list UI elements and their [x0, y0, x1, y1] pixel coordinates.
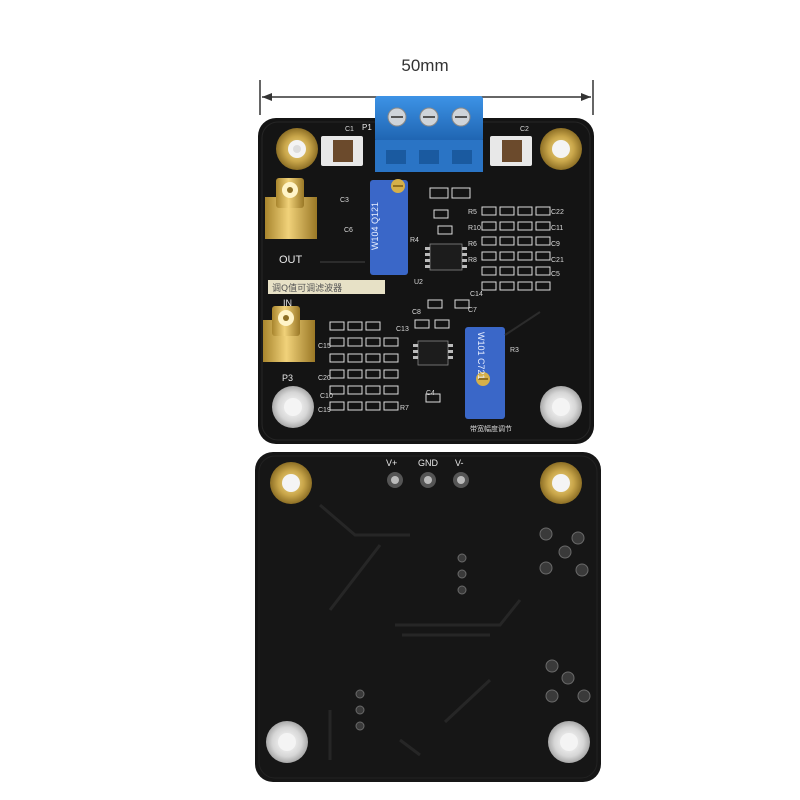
cap-label: C1 [345, 126, 354, 133]
name-strip: 调Q值可调滤波器 [268, 280, 385, 294]
resistor-label: R8 [468, 257, 477, 264]
chip-label: U2 [414, 279, 423, 286]
cap-label: C22 [551, 209, 564, 216]
pcb-traces [320, 261, 541, 336]
pot-top-text: W104 Q121 [370, 202, 380, 250]
terminal-label: P1 [362, 123, 372, 132]
cap-label: C13 [396, 326, 409, 333]
cap-label: C5 [551, 271, 560, 278]
capacitor-icon [490, 136, 532, 166]
resistor-label: R6 [468, 241, 477, 248]
out-label: OUT [279, 254, 303, 266]
cap-label: C2 [520, 126, 529, 133]
resistor-label: R3 [510, 347, 519, 354]
cap-label: C15 [318, 343, 331, 350]
top-pcb-board: P1 OUT IN P3 调Q值可调滤波器 [258, 96, 594, 444]
component-designators: C1 C2 C3 C4 C5 C6 C7 C8 C9 C10 C11 C13 C… [318, 126, 564, 414]
smd-component-grid [329, 187, 551, 411]
cap-label: C21 [551, 257, 564, 264]
sma-connector-icon [265, 178, 317, 239]
mounting-hole-icon [276, 128, 318, 170]
cap-label: C4 [426, 390, 435, 397]
potentiometer-icon: W101 C721 [465, 327, 505, 419]
cap-label: C6 [344, 227, 353, 234]
resistor-label: R10 [468, 225, 481, 232]
cap-label: C8 [412, 309, 421, 316]
cap-label: C19 [318, 407, 331, 414]
solder-pad-cluster [355, 553, 467, 731]
potentiometer-icon: W104 Q121 [370, 179, 408, 275]
p3-label: P3 [282, 373, 293, 383]
mounting-hole-icon [540, 386, 582, 428]
terminal-block-icon [375, 96, 483, 172]
mounting-hole-icon [266, 721, 308, 763]
name-strip-text: 调Q值可调滤波器 [272, 282, 342, 294]
sma-connector-icon [263, 306, 315, 362]
pin-label-gnd: GND [418, 458, 439, 468]
resistor-label: R4 [410, 237, 419, 244]
mounting-hole-icon [270, 462, 312, 504]
cap-label: C7 [468, 307, 477, 314]
resistor-label: R7 [400, 405, 409, 412]
bottom-strip-text: 带宽幅度调节 [470, 424, 512, 433]
cap-label: C9 [551, 241, 560, 248]
pin-label-vplus: V+ [386, 458, 397, 468]
resistor-label: R5 [468, 209, 477, 216]
in-label: IN [283, 298, 292, 308]
cap-label: C10 [320, 393, 333, 400]
mounting-hole-icon [540, 462, 582, 504]
capacitor-icon [321, 136, 363, 166]
ic-chip-icon [425, 243, 467, 271]
pcb-traces [319, 503, 522, 760]
mounting-hole-icon [540, 128, 582, 170]
mounting-hole-icon [272, 386, 314, 428]
dimension-label: 50mm [401, 56, 449, 75]
mounting-hole-icon [548, 721, 590, 763]
cap-label: C11 [551, 225, 563, 232]
pot-bottom-text: W101 C721 [476, 332, 486, 380]
bottom-pcb-board: V+ GND V- [255, 452, 601, 782]
pin-label-vminus: V- [455, 458, 464, 468]
cap-label: C3 [340, 197, 349, 204]
cap-label: C20 [318, 375, 331, 382]
solder-joint-icon [387, 472, 469, 488]
cap-label: C14 [470, 291, 483, 298]
ic-chip-icon [413, 340, 453, 366]
solder-pad-cluster [539, 527, 591, 703]
